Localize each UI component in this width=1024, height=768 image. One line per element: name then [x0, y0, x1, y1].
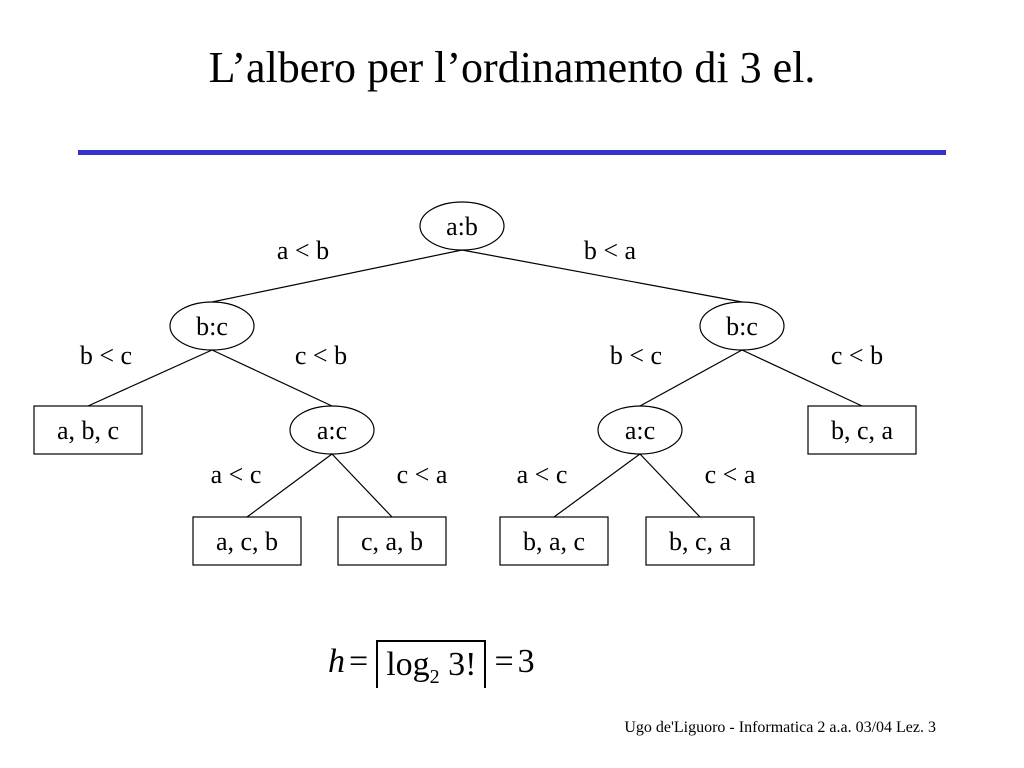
leaf-node-box — [337, 516, 447, 566]
edge-label-root-right: b < a — [584, 236, 637, 265]
tree-edge-left-left_leaf — [87, 349, 213, 407]
tree-node-label: b, a, c — [523, 527, 585, 556]
compare-node-shape — [597, 405, 683, 455]
tree-edge-left_mid-leaf_cab — [331, 453, 393, 518]
tree-node-leaf_bca: b, c, a — [645, 516, 755, 566]
slide-footer: Ugo de'Liguoro - Informatica 2 a.a. 03/0… — [624, 719, 936, 736]
formula-h: h — [328, 643, 345, 680]
compare-node-shape — [419, 201, 505, 251]
edge-label-right_mid-leaf_bca: c < a — [705, 460, 756, 489]
edge-label-left_mid-leaf_acb: a < c — [211, 460, 262, 489]
leaf-node-box — [499, 516, 609, 566]
tree-node-label: a, b, c — [57, 416, 119, 445]
edge-label-left_mid-leaf_cab: c < a — [397, 460, 448, 489]
tree-node-label: b, c, a — [669, 527, 732, 556]
leaf-node-box — [33, 405, 143, 455]
compare-node-shape — [289, 405, 375, 455]
tree-edge-left_mid-leaf_acb — [246, 453, 333, 518]
slide-title: L’albero per l’ordinamento di 3 el. — [208, 43, 816, 92]
height-formula: h=log2 3!=3 — [328, 632, 535, 692]
tree-nodes: a:b b:c b:c a, b, c a:c a:c b, c, a a, c, b c, a… — [33, 201, 917, 566]
compare-node-shape — [699, 301, 785, 351]
tree-node-label: a, c, b — [216, 527, 278, 556]
tree-node-right_mid: a:c — [597, 405, 683, 455]
edge-label-right-right_leaf: c < b — [831, 341, 883, 370]
formula-ceiling: log2 3! — [376, 640, 487, 689]
tree-node-left_leaf: a, b, c — [33, 405, 143, 455]
tree-node-label: a:b — [446, 212, 478, 241]
formula-equals-2: = — [494, 643, 514, 680]
tree-edge-right-right_leaf — [741, 349, 863, 407]
tree-edge-root-right — [461, 249, 743, 303]
edge-label-left-left_leaf: b < c — [80, 341, 132, 370]
leaf-node-box — [807, 405, 917, 455]
edge-label-right_mid-leaf_bac: a < c — [517, 460, 568, 489]
formula-result: 3 — [517, 643, 535, 680]
tree-node-label: a:c — [317, 416, 347, 445]
tree-edge-labels: a < b b < a b < c c < b b < c c < b a < c c < a… — [80, 236, 883, 489]
edge-label-right-right_mid: b < c — [610, 341, 662, 370]
tree-node-label: b:c — [196, 312, 228, 341]
tree-node-left: b:c — [169, 301, 255, 351]
edge-label-left-left_mid: c < b — [295, 341, 347, 370]
formula-log-base: 2 — [429, 666, 440, 688]
leaf-node-box — [645, 516, 755, 566]
title-underline — [78, 150, 946, 155]
tree-node-left_mid: a:c — [289, 405, 375, 455]
compare-node-shape — [169, 301, 255, 351]
formula-argument: 3! — [448, 646, 477, 684]
tree-node-leaf_cab: c, a, b — [337, 516, 447, 566]
tree-node-label: b:c — [726, 312, 758, 341]
tree-edge-right-right_mid — [639, 349, 743, 407]
formula-log: log — [386, 646, 430, 684]
tree-node-label: a:c — [625, 416, 655, 445]
tree-edges — [87, 249, 863, 518]
tree-node-leaf_acb: a, c, b — [192, 516, 302, 566]
tree-node-right_leaf: b, c, a — [807, 405, 917, 455]
tree-node-root: a:b — [419, 201, 505, 251]
tree-node-leaf_bac: b, a, c — [499, 516, 609, 566]
tree-edge-right_mid-leaf_bca — [639, 453, 701, 518]
tree-node-right: b:c — [699, 301, 785, 351]
formula-equals: = — [349, 643, 369, 680]
tree-node-label: b, c, a — [831, 416, 894, 445]
tree-node-label: c, a, b — [361, 527, 423, 556]
edge-label-root-left: a < b — [277, 236, 329, 265]
leaf-node-box — [192, 516, 302, 566]
tree-edge-left-left_mid — [211, 349, 333, 407]
tree-edge-right_mid-leaf_bac — [553, 453, 641, 518]
tree-edge-root-left — [211, 249, 463, 303]
